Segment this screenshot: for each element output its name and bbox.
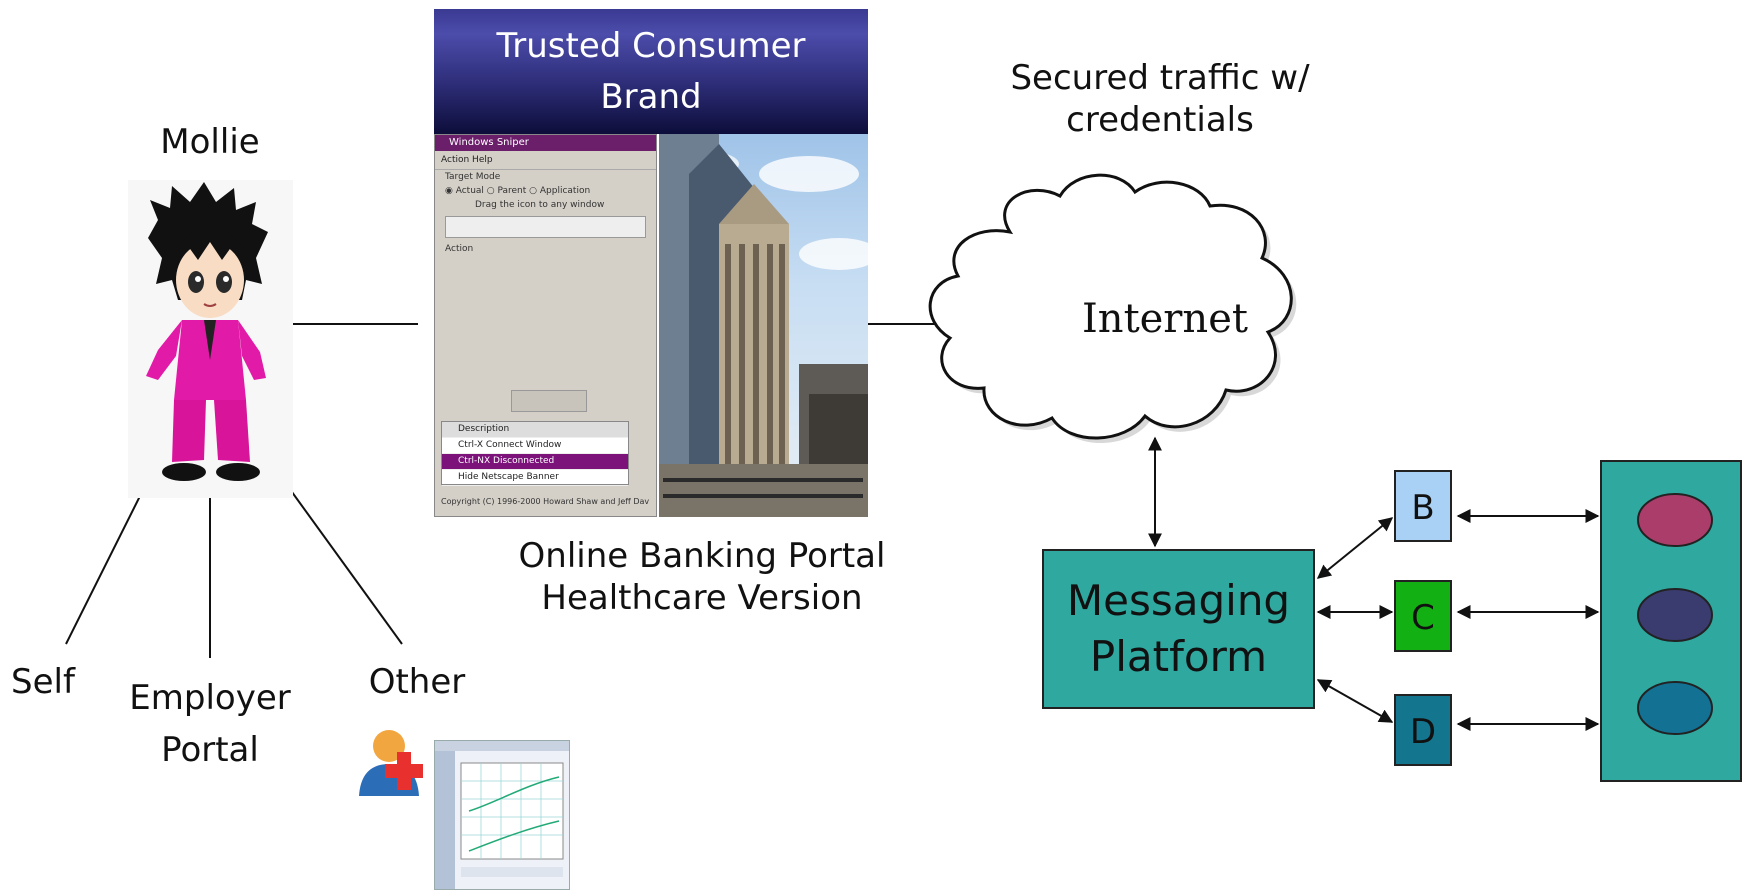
- store-slot-d: [1637, 681, 1713, 735]
- node-d-label: D: [1409, 712, 1437, 752]
- list-item: Ctrl-NX Disconnected: [442, 454, 628, 470]
- self-label: Self: [11, 662, 75, 702]
- other-label: Other: [368, 662, 466, 702]
- mollie-avatar: [128, 180, 293, 498]
- brand-header: Trusted Consumer Brand: [434, 9, 868, 134]
- employer-portal-label: Employer Portal: [129, 678, 291, 770]
- internet-cloud: [928, 173, 1297, 444]
- node-c-label: C: [1411, 598, 1435, 638]
- window-title: Windows Sniper: [435, 135, 656, 151]
- list-item: Hide Netscape Banner: [442, 470, 628, 486]
- node-c: C: [1394, 580, 1452, 652]
- internet-label: Internet: [1082, 296, 1248, 342]
- window-copyright: Copyright (C) 1996-2000 Howard Shaw and …: [441, 497, 650, 506]
- data-store: [1600, 460, 1742, 782]
- windows-sniper-screenshot: Windows Sniper Action Help Target Mode ◉…: [434, 134, 657, 517]
- drag-hint: Drag the icon to any window: [475, 200, 605, 210]
- traffic-label: Secured traffic w/ credentials: [1010, 58, 1310, 140]
- portal-caption: Online Banking Portal Healthcare Version: [518, 536, 886, 618]
- avatar-illustration: [146, 182, 268, 481]
- window-list: Description Ctrl-X Connect Window Ctrl-N…: [441, 421, 629, 486]
- store-slot-b: [1637, 493, 1713, 547]
- self-line: [65, 483, 147, 645]
- window-field: [445, 216, 646, 238]
- person-name: Mollie: [160, 122, 260, 162]
- patient-record-icon: [353, 722, 433, 806]
- store-slot-c: [1637, 588, 1713, 642]
- target-mode-options: ◉ Actual ○ Parent ○ Application: [445, 186, 591, 196]
- online-banking-portal: Trusted Consumer Brand Windows Sniper Ac…: [434, 9, 868, 517]
- messaging-platform: Messaging Platform: [1042, 549, 1315, 709]
- window-menu: Action Help: [435, 151, 656, 170]
- node-b: B: [1394, 470, 1452, 542]
- platform-b-arrow: [1316, 517, 1394, 579]
- brand-title: Trusted Consumer Brand: [496, 26, 806, 117]
- action-label: Action: [445, 244, 474, 254]
- chart-document-thumbnail: [434, 740, 570, 890]
- list-header: Description: [442, 422, 628, 438]
- skyscraper-photo: [659, 134, 868, 517]
- platform-d-arrow: [1316, 679, 1394, 723]
- messaging-platform-label: Messaging Platform: [1066, 576, 1291, 681]
- window-button: [511, 390, 587, 412]
- other-line: [275, 469, 403, 645]
- target-mode-label: Target Mode: [445, 172, 501, 182]
- node-d: D: [1394, 694, 1452, 766]
- node-b-label: B: [1411, 488, 1435, 528]
- list-item: Ctrl-X Connect Window: [442, 438, 628, 454]
